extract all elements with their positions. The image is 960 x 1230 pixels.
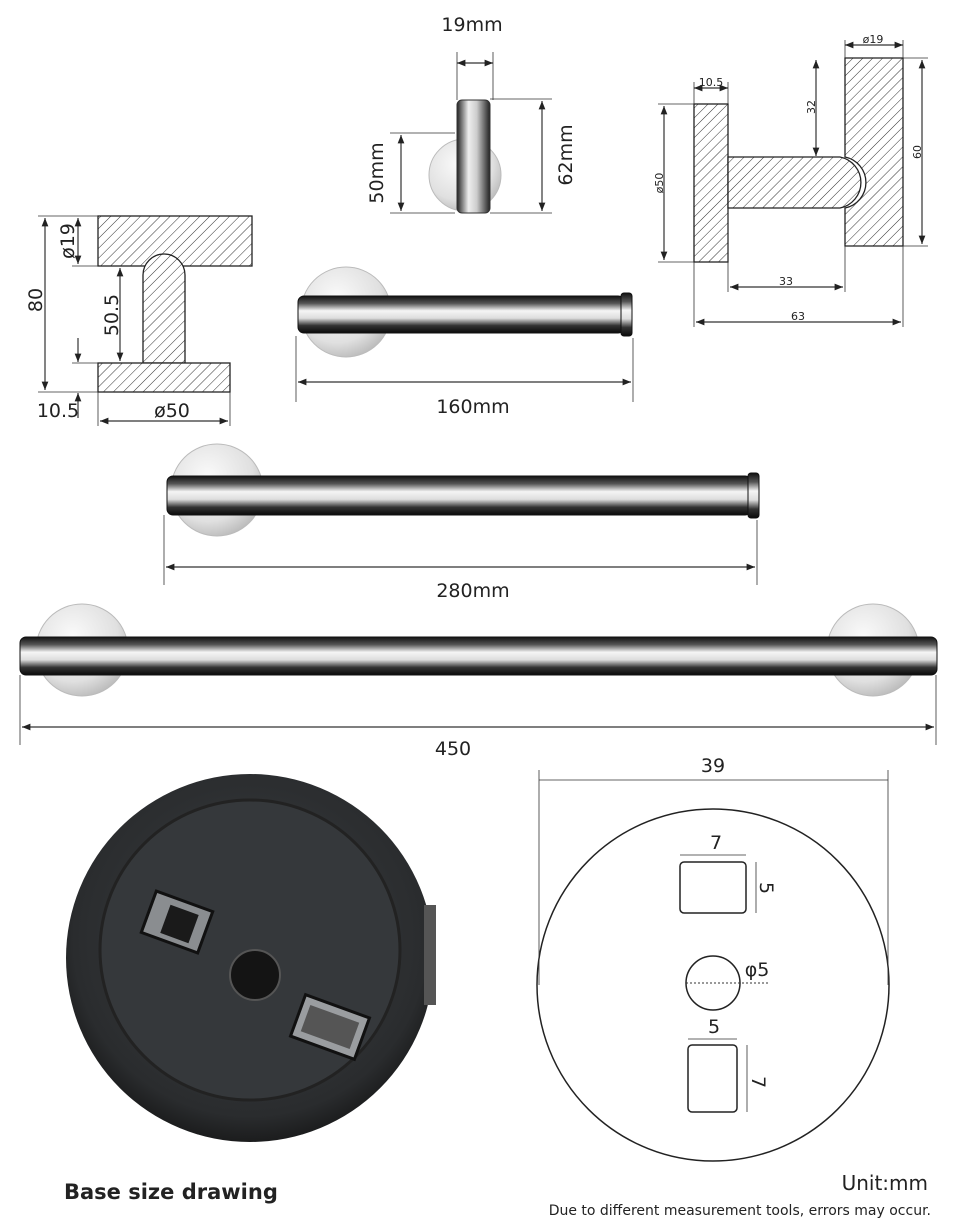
paper-holder-length: 160mm — [436, 396, 509, 418]
slot1-height-label: 5 — [755, 882, 777, 894]
hook-width-label: 19mm — [441, 14, 502, 36]
height-label: 60 — [911, 145, 924, 159]
hook-section-drawing: ø19 10.5 32 60 ø50 33 63 — [653, 33, 928, 327]
rod-length-label: 33 — [779, 275, 793, 288]
disclaimer: Due to different measurement tools, erro… — [549, 1203, 931, 1219]
small-rod-diameter-label: ø19 — [57, 223, 79, 259]
small-gap-label: 50.5 — [101, 294, 123, 336]
base-diameter-label: ø50 — [653, 173, 666, 194]
base-size-drawing: 39 7 5 φ5 5 7 — [536, 755, 890, 1162]
hook-base-height-label: 50mm — [366, 142, 388, 203]
long-towel-bar-drawing: 450 — [19, 603, 938, 760]
hook-total-height-label: 62mm — [555, 124, 577, 185]
short-towel-bar-length: 280mm — [436, 580, 509, 602]
base-diameter-label: 39 — [701, 755, 725, 777]
rod-diameter-label: ø19 — [863, 33, 884, 46]
base-photo — [66, 774, 436, 1142]
total-label: 80 — [25, 288, 47, 312]
total-depth-label: 63 — [791, 310, 805, 323]
slot2-height-label: 7 — [747, 1076, 769, 1088]
long-towel-bar-length: 450 — [435, 738, 471, 760]
unit-label: Unit:mm — [842, 1171, 928, 1195]
slot2-width-label: 5 — [708, 1016, 720, 1038]
small-base-diameter-label: ø50 — [154, 400, 190, 422]
small-base-thickness-label: 10.5 — [37, 400, 79, 422]
small-hook-section-drawing: 80 ø19 50.5 10.5 ø50 — [25, 215, 253, 426]
short-towel-bar-drawing: 280mm — [163, 443, 760, 602]
base-thickness-label: 10.5 — [699, 76, 724, 89]
gap-label: 32 — [805, 100, 818, 114]
caption: Base size drawing — [64, 1180, 278, 1204]
hole-diameter-label: φ5 — [745, 959, 770, 981]
hook-front-view: 19mm 50mm 62mm — [366, 14, 577, 214]
slot1-width-label: 7 — [710, 832, 722, 854]
paper-holder-drawing: 160mm — [295, 266, 634, 418]
